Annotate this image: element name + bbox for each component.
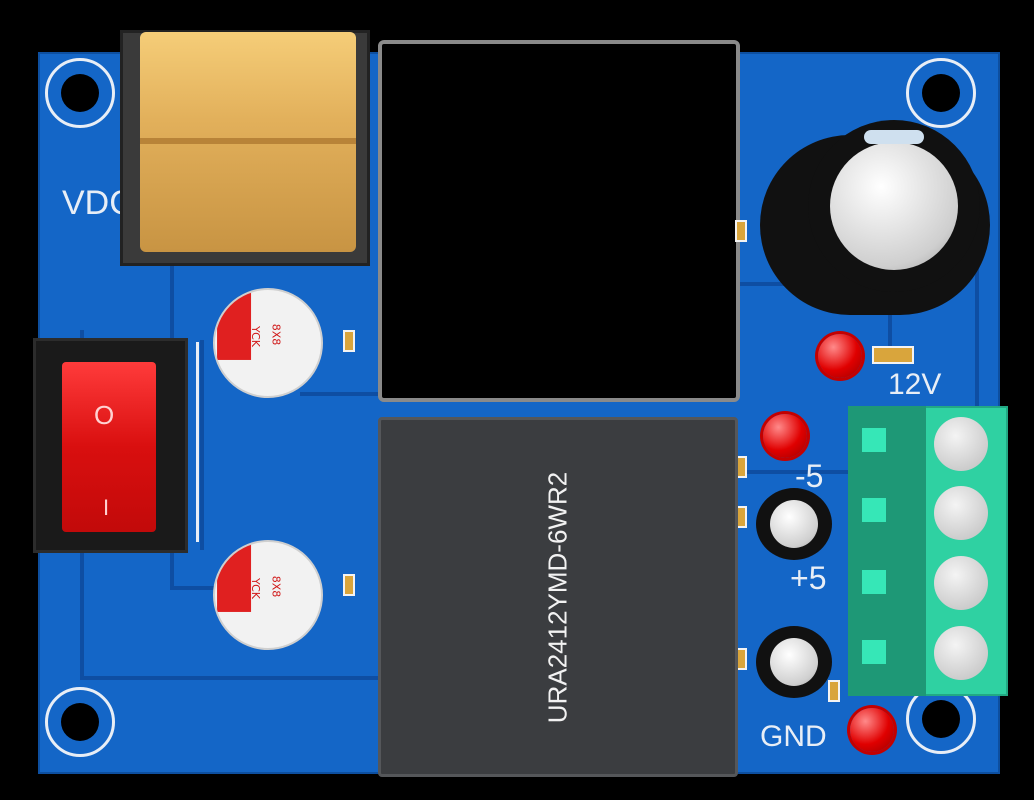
- terminal-slot: [862, 640, 886, 664]
- mounting-hole: [45, 58, 115, 128]
- terminal-screw: [934, 556, 988, 610]
- module-part-number: URA2412YMD-6WR2: [542, 471, 573, 724]
- smd-resistor-horizontal: [872, 346, 914, 364]
- switch-off-mark: O: [94, 400, 115, 430]
- small-electrolytic-capacitor: [756, 626, 832, 698]
- led-gnd: [850, 708, 894, 752]
- smd-resistor: [343, 330, 355, 352]
- smd-cap: 8X8 YCK: [213, 288, 323, 398]
- black-component: [378, 40, 740, 402]
- label-plus5: +5: [790, 560, 827, 596]
- trace: [170, 260, 174, 340]
- mounting-hole: [45, 687, 115, 757]
- terminal-slot: [862, 428, 886, 452]
- terminal-screw: [934, 626, 988, 680]
- trace: [80, 676, 380, 680]
- terminal-block-front: [848, 406, 926, 696]
- small-electrolytic-capacitor: [756, 488, 832, 560]
- trace: [300, 392, 382, 396]
- terminal-slot: [862, 570, 886, 594]
- label-minus5: -5: [795, 458, 824, 494]
- trace: [170, 540, 174, 590]
- capacitor-top: [830, 142, 958, 270]
- capacitor-polarity-band: [864, 130, 924, 144]
- terminal-slot: [862, 498, 886, 522]
- label-12v: 12V: [888, 368, 942, 401]
- terminal-divider: [140, 138, 356, 144]
- trace: [888, 300, 892, 360]
- terminal-screw: [934, 417, 988, 471]
- terminal-screw: [934, 486, 988, 540]
- smd-resistor: [343, 574, 355, 596]
- rocker-switch[interactable]: [62, 362, 156, 532]
- label-gnd: GND: [760, 720, 827, 753]
- trace: [740, 470, 850, 474]
- led-minus5: [763, 414, 807, 458]
- smd-resistor: [735, 220, 747, 242]
- switch-on-mark: I: [103, 495, 110, 520]
- smd-cap: 8X8 YCK: [213, 540, 323, 650]
- smd-resistor: [828, 680, 840, 702]
- dcdc-module: [378, 417, 738, 777]
- trace: [200, 340, 204, 550]
- electrolytic-capacitor: [808, 120, 980, 292]
- trace: [170, 586, 230, 590]
- switch-outline: [196, 342, 199, 542]
- mounting-hole: [906, 58, 976, 128]
- led-12v: [818, 334, 862, 378]
